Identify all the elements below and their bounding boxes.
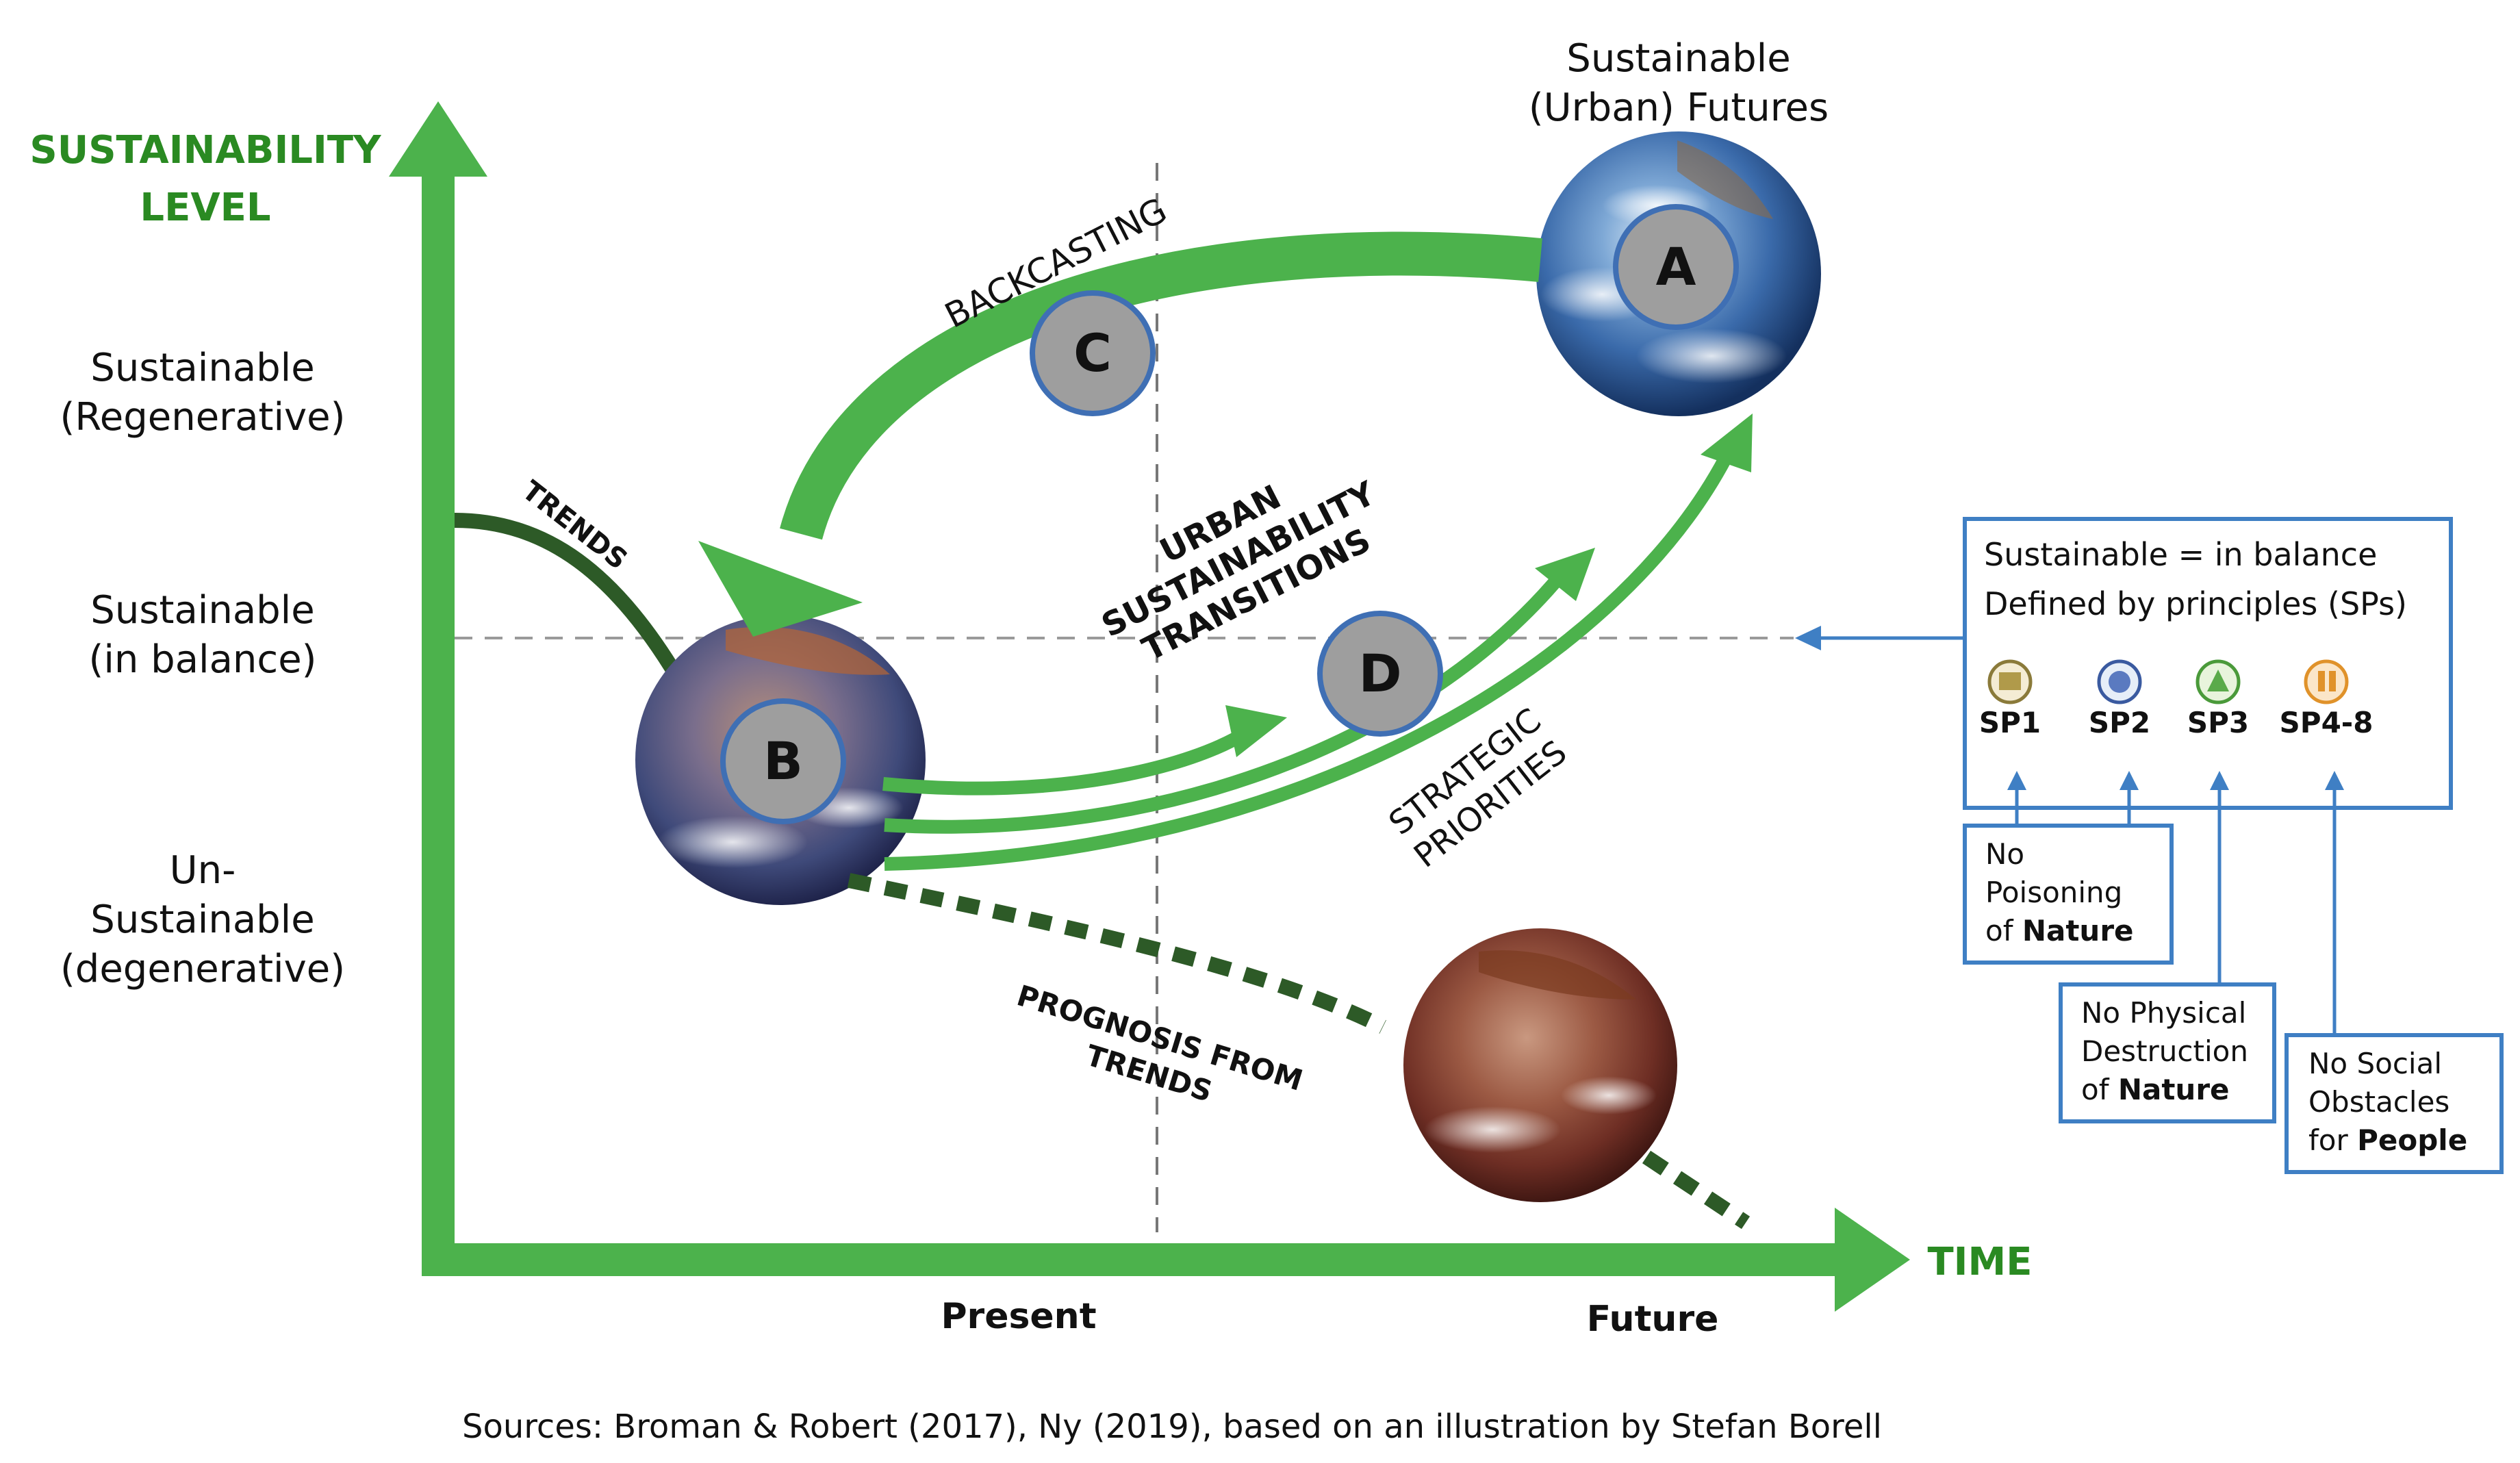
level-balance-line2: (in balance) — [88, 637, 316, 682]
node-a: A — [1613, 204, 1739, 330]
prognosis-path-1 — [847, 873, 1386, 1034]
svg-text:No: No — [1985, 837, 2024, 871]
globe-degraded — [1403, 928, 1677, 1202]
sp3-icon — [2196, 659, 2241, 704]
transition-arrow-3 — [884, 455, 1731, 871]
y-axis-title: SUSTAINABILITY — [29, 128, 382, 173]
sp2-icon — [2097, 659, 2142, 704]
svg-text:No Social: No Social — [2308, 1047, 2442, 1080]
source-caption: Sources: Broman & Robert (2017), Ny (201… — [462, 1408, 1882, 1446]
x-axis-title: TIME — [1927, 1240, 2032, 1284]
futures-label-line1: Sustainable — [1566, 36, 1790, 81]
transition-arrow-1 — [882, 726, 1250, 796]
sp4-8-label: SP4-8 — [2280, 706, 2373, 739]
svg-text:of Nature: of Nature — [1985, 914, 2134, 947]
note3-connector-head — [2325, 771, 2344, 790]
present-label: Present — [941, 1296, 1096, 1337]
svg-text:A: A — [1656, 236, 1696, 297]
principles-box-line2: Defined by principles (SPs) — [1984, 585, 2407, 622]
backcasting-arrow-head — [698, 541, 863, 637]
svg-text:No Physical: No Physical — [2081, 996, 2246, 1030]
node-b: B — [720, 698, 846, 824]
principles-box-line1: Sustainable = in balance — [1984, 536, 2377, 573]
note-no-social-obstacles: No Social Obstacles for People — [2284, 1033, 2504, 1174]
futures-label-line2: (Urban) Futures — [1529, 86, 1829, 130]
sp3-label: SP3 — [2187, 706, 2249, 739]
note-no-poisoning: No Poisoning of Nature — [1963, 824, 2174, 965]
svg-text:for People: for People — [2308, 1123, 2467, 1157]
x-axis — [422, 1208, 1910, 1312]
node-c: C — [1030, 290, 1156, 416]
svg-text:D: D — [1358, 643, 1401, 704]
svg-text:Poisoning: Poisoning — [1985, 876, 2122, 909]
svg-text:Destruction: Destruction — [2081, 1034, 2248, 1068]
svg-text:C: C — [1073, 322, 1112, 383]
level-degenerative-line1: Un- — [170, 848, 236, 893]
sp1-icon — [1987, 659, 2033, 704]
prognosis-path-2 — [1642, 1150, 1751, 1230]
y-axis — [389, 101, 487, 1276]
level-regenerative-line2: (Regenerative) — [60, 395, 346, 440]
svg-text:B: B — [763, 730, 803, 791]
note-no-physical-destruction: No Physical Destruction of Nature — [2059, 982, 2276, 1123]
transition-arrow-2 — [884, 570, 1566, 834]
transition-arrow-2-head — [1535, 548, 1595, 601]
level-balance-line1: Sustainable — [90, 588, 314, 633]
sp1-label: SP1 — [1979, 706, 2041, 739]
sp4-8-icon — [2304, 659, 2349, 704]
svg-text:of Nature: of Nature — [2081, 1073, 2230, 1106]
backcasting-arrow-shaft — [780, 231, 1542, 540]
prognosis-label: PROGNOSIS FROM TRENDS — [1013, 978, 1307, 1108]
y-axis-title-line2: LEVEL — [140, 186, 270, 230]
level-regenerative-line1: Sustainable — [90, 346, 314, 390]
sp2-label: SP2 — [2089, 706, 2150, 739]
level-degenerative-line2: Sustainable — [90, 898, 314, 942]
future-label: Future — [1587, 1299, 1719, 1340]
node-d: D — [1317, 611, 1443, 737]
transition-arrow-3-head — [1701, 414, 1753, 472]
note1-connector-b-head — [2120, 771, 2139, 790]
trends-curve — [454, 513, 685, 682]
note2-connector-head — [2210, 771, 2229, 790]
principles-pointer-head — [1795, 626, 1821, 650]
level-degenerative-line3: (degenerative) — [60, 947, 345, 991]
svg-text:Obstacles: Obstacles — [2308, 1085, 2449, 1119]
transition-arrow-1-head — [1225, 705, 1287, 757]
note1-connector-a-head — [2007, 771, 2026, 790]
